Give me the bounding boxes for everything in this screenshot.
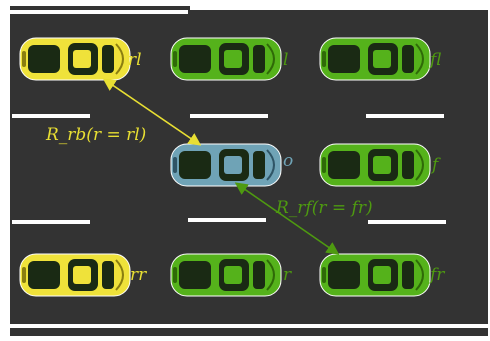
- car-windshield: [402, 151, 414, 179]
- car-rl: [19, 37, 131, 81]
- car-label-rr: rr: [130, 265, 147, 285]
- car-roof-panel: [224, 50, 242, 68]
- car-rear-window: [179, 151, 211, 179]
- car-rear-window: [179, 261, 211, 289]
- car-roof-panel: [73, 50, 91, 68]
- lane-dash: [12, 220, 90, 224]
- car-roof-panel: [224, 156, 242, 174]
- relation-label-rb: R_rb(r = rl): [45, 125, 146, 145]
- car-r: [170, 253, 282, 297]
- car-windshield: [253, 261, 265, 289]
- car-rear-window: [28, 261, 60, 289]
- car-rear-bumper: [322, 267, 326, 283]
- car-windshield: [102, 45, 114, 73]
- relation-arrow-rb: [102, 78, 202, 146]
- car-windshield: [402, 45, 414, 73]
- car-windshield: [402, 261, 414, 289]
- car-hood-line: [415, 259, 424, 291]
- lane-dash: [188, 218, 266, 222]
- car-hood-line: [415, 149, 424, 181]
- car-fl: [319, 37, 431, 81]
- car-rear-window: [28, 45, 60, 73]
- car-rear-bumper: [173, 267, 177, 283]
- lane-dash: [12, 114, 90, 118]
- car-rear-bumper: [173, 51, 177, 67]
- car-roof-panel: [373, 50, 391, 68]
- lane-dash: [366, 114, 444, 118]
- car-label-o: o: [283, 151, 293, 171]
- car-hood-line: [266, 43, 275, 75]
- car-label-fl: fl: [428, 50, 441, 70]
- car-rear-window: [179, 45, 211, 73]
- car-hood-line: [266, 259, 275, 291]
- car-label-fr: fr: [428, 265, 445, 285]
- car-windshield: [102, 261, 114, 289]
- car-rear-bumper: [173, 157, 177, 173]
- relation-arrow-rf: [234, 182, 340, 255]
- car-f: [319, 143, 431, 187]
- lane-dash: [190, 114, 268, 118]
- car-rear-window: [328, 151, 360, 179]
- car-rear-window: [328, 45, 360, 73]
- car-windshield: [253, 151, 265, 179]
- car-rear-bumper: [22, 51, 26, 67]
- car-label-r: r: [283, 265, 292, 285]
- car-o: [170, 143, 282, 187]
- car-rear-bumper: [322, 157, 326, 173]
- car-label-f: f: [430, 155, 441, 175]
- car-rear-window: [328, 261, 360, 289]
- car-rear-bumper: [22, 267, 26, 283]
- car-windshield: [253, 45, 265, 73]
- car-rear-bumper: [322, 51, 326, 67]
- car-hood-line: [115, 43, 124, 75]
- car-label-rl: rl: [128, 50, 142, 70]
- car-roof-panel: [373, 266, 391, 284]
- car-fr: [319, 253, 431, 297]
- car-roof-panel: [73, 266, 91, 284]
- road-edge-bottom: [10, 324, 488, 328]
- car-roof-panel: [373, 156, 391, 174]
- road-edge-top: [10, 10, 188, 14]
- lane-markings: [10, 6, 488, 328]
- car-hood-line: [115, 259, 124, 291]
- car-hood-line: [415, 43, 424, 75]
- car-l: [170, 37, 282, 81]
- car-rr: [19, 253, 131, 297]
- car-roof-panel: [224, 266, 242, 284]
- car-label-l: l: [283, 50, 288, 70]
- road-edge-top: [190, 6, 488, 10]
- lane-dash: [368, 220, 446, 224]
- relation-label-rf: R_rf(r = fr): [275, 198, 373, 218]
- car-hood-line: [266, 149, 275, 181]
